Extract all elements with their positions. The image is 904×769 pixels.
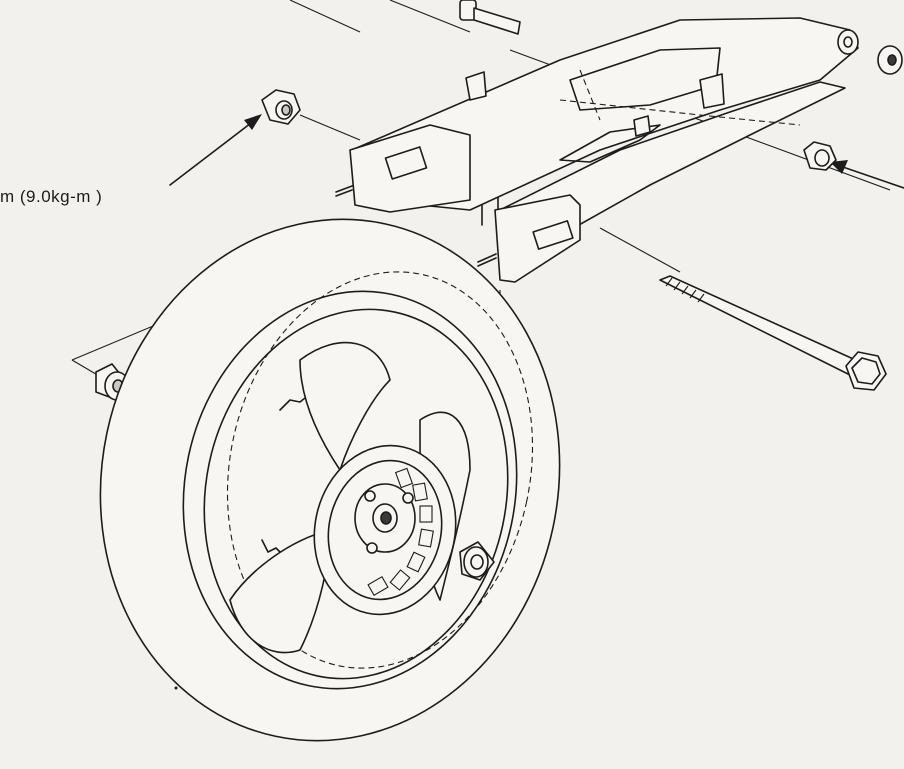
axle-nut-right — [803, 141, 837, 171]
swingarm — [335, 17, 859, 283]
upper-mount-bolt — [459, 0, 521, 35]
pointer-arrow-right — [830, 160, 904, 189]
pivot-washer — [877, 45, 903, 75]
axle-nut-left — [261, 89, 301, 125]
rear-axle-bolt — [659, 275, 887, 391]
torque-spec-label: m (9.0kg-m ) — [0, 187, 103, 206]
print-speck — [174, 686, 178, 690]
pointer-arrow-left — [169, 114, 262, 186]
wheel-collar-right — [459, 541, 495, 581]
rear-wheel — [99, 218, 561, 742]
